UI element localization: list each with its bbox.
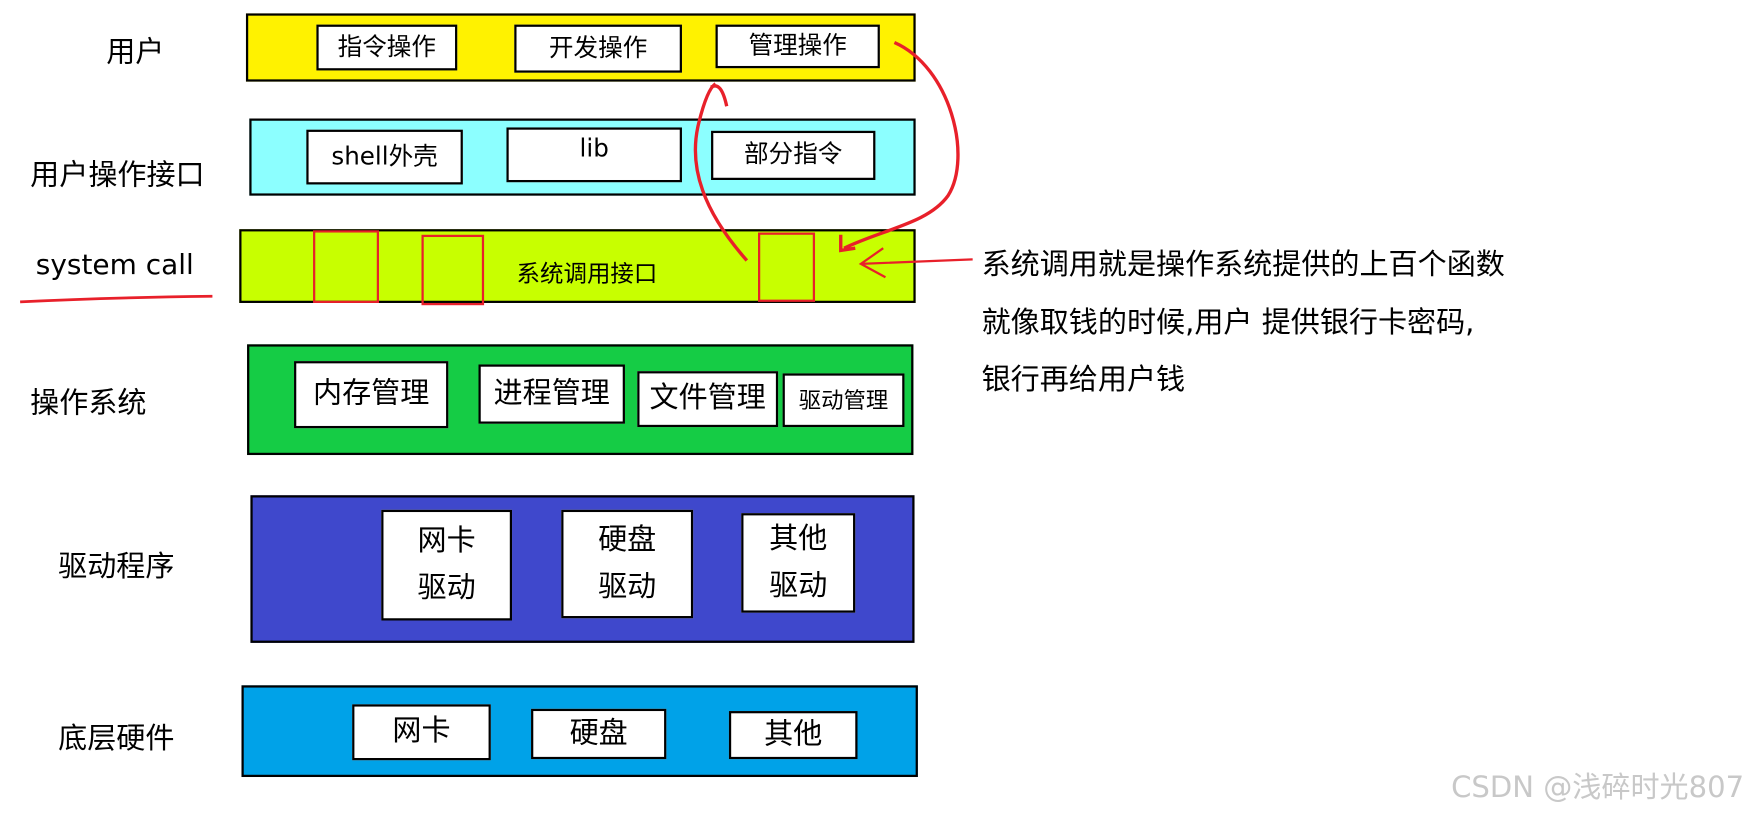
layer-user-interface: shell外壳 lib 部分指令 [249,118,916,196]
label-user: 用户 [106,35,165,70]
watermark: CSDN @浅碎时光807 [1451,771,1745,805]
disk-driver-line2: 驱动 [598,569,657,604]
other-driver-line1: 其他 [769,522,828,556]
box-disk-driver: 硬盘 驱动 [561,509,694,619]
box-memory-mgmt: 内存管理 [294,361,449,429]
system-call-underline [20,294,213,304]
label-drivers: 驱动程序 [58,550,175,584]
arrow-down-to-syscall [839,40,960,253]
highlight-call-3 [758,232,816,302]
box-driver-mgmt: 驱动管理 [782,373,905,428]
layer-system-call: 系统调用接口 [239,229,916,303]
nic-driver-line2: 驱动 [417,570,476,605]
box-command-op: 指令操作 [316,24,458,71]
highlight-call-1 [313,230,380,303]
layer-drivers: 网卡 驱动 硬盘 驱动 其他 驱动 [250,495,915,643]
box-nic-driver: 网卡 驱动 [381,509,513,621]
note-line-2: 就像取钱的时候,用户 提供银行卡密码, [981,306,1475,340]
nic-driver-line1: 网卡 [417,524,476,558]
label-system-call: system call [35,248,194,281]
layer-os: 内存管理 进程管理 文件管理 驱动管理 [247,344,914,456]
box-process-mgmt: 进程管理 [478,364,625,424]
label-hardware: 底层硬件 [58,722,175,756]
box-admin-op: 管理操作 [715,24,880,69]
box-file-mgmt: 文件管理 [637,371,779,428]
other-driver-line2: 驱动 [769,568,828,603]
disk-driver-line1: 硬盘 [598,523,657,557]
system-call-interface-text: 系统调用接口 [516,260,658,288]
label-user-interface: 用户操作接口 [30,158,205,193]
box-partial-commands: 部分指令 [711,130,876,180]
box-dev-op: 开发操作 [514,24,682,73]
box-lib: lib [506,127,682,183]
arrow-from-note [858,247,973,279]
note-line-1: 系统调用就是操作系统提供的上百个函数 [981,248,1505,282]
box-disk: 硬盘 [531,708,667,760]
note-line-3: 银行再给用户钱 [981,363,1186,397]
arrow-up-to-user [693,82,749,262]
box-nic: 网卡 [352,704,491,761]
box-other-driver: 其他 驱动 [741,513,856,613]
layer-hardware: 网卡 硬盘 其他 [241,685,918,778]
box-shell: shell外壳 [306,129,463,185]
highlight-call-2 [421,234,485,306]
label-os: 操作系统 [30,386,147,421]
layer-user: 指令操作 开发操作 管理操作 [245,13,916,82]
box-other: 其他 [728,711,858,760]
